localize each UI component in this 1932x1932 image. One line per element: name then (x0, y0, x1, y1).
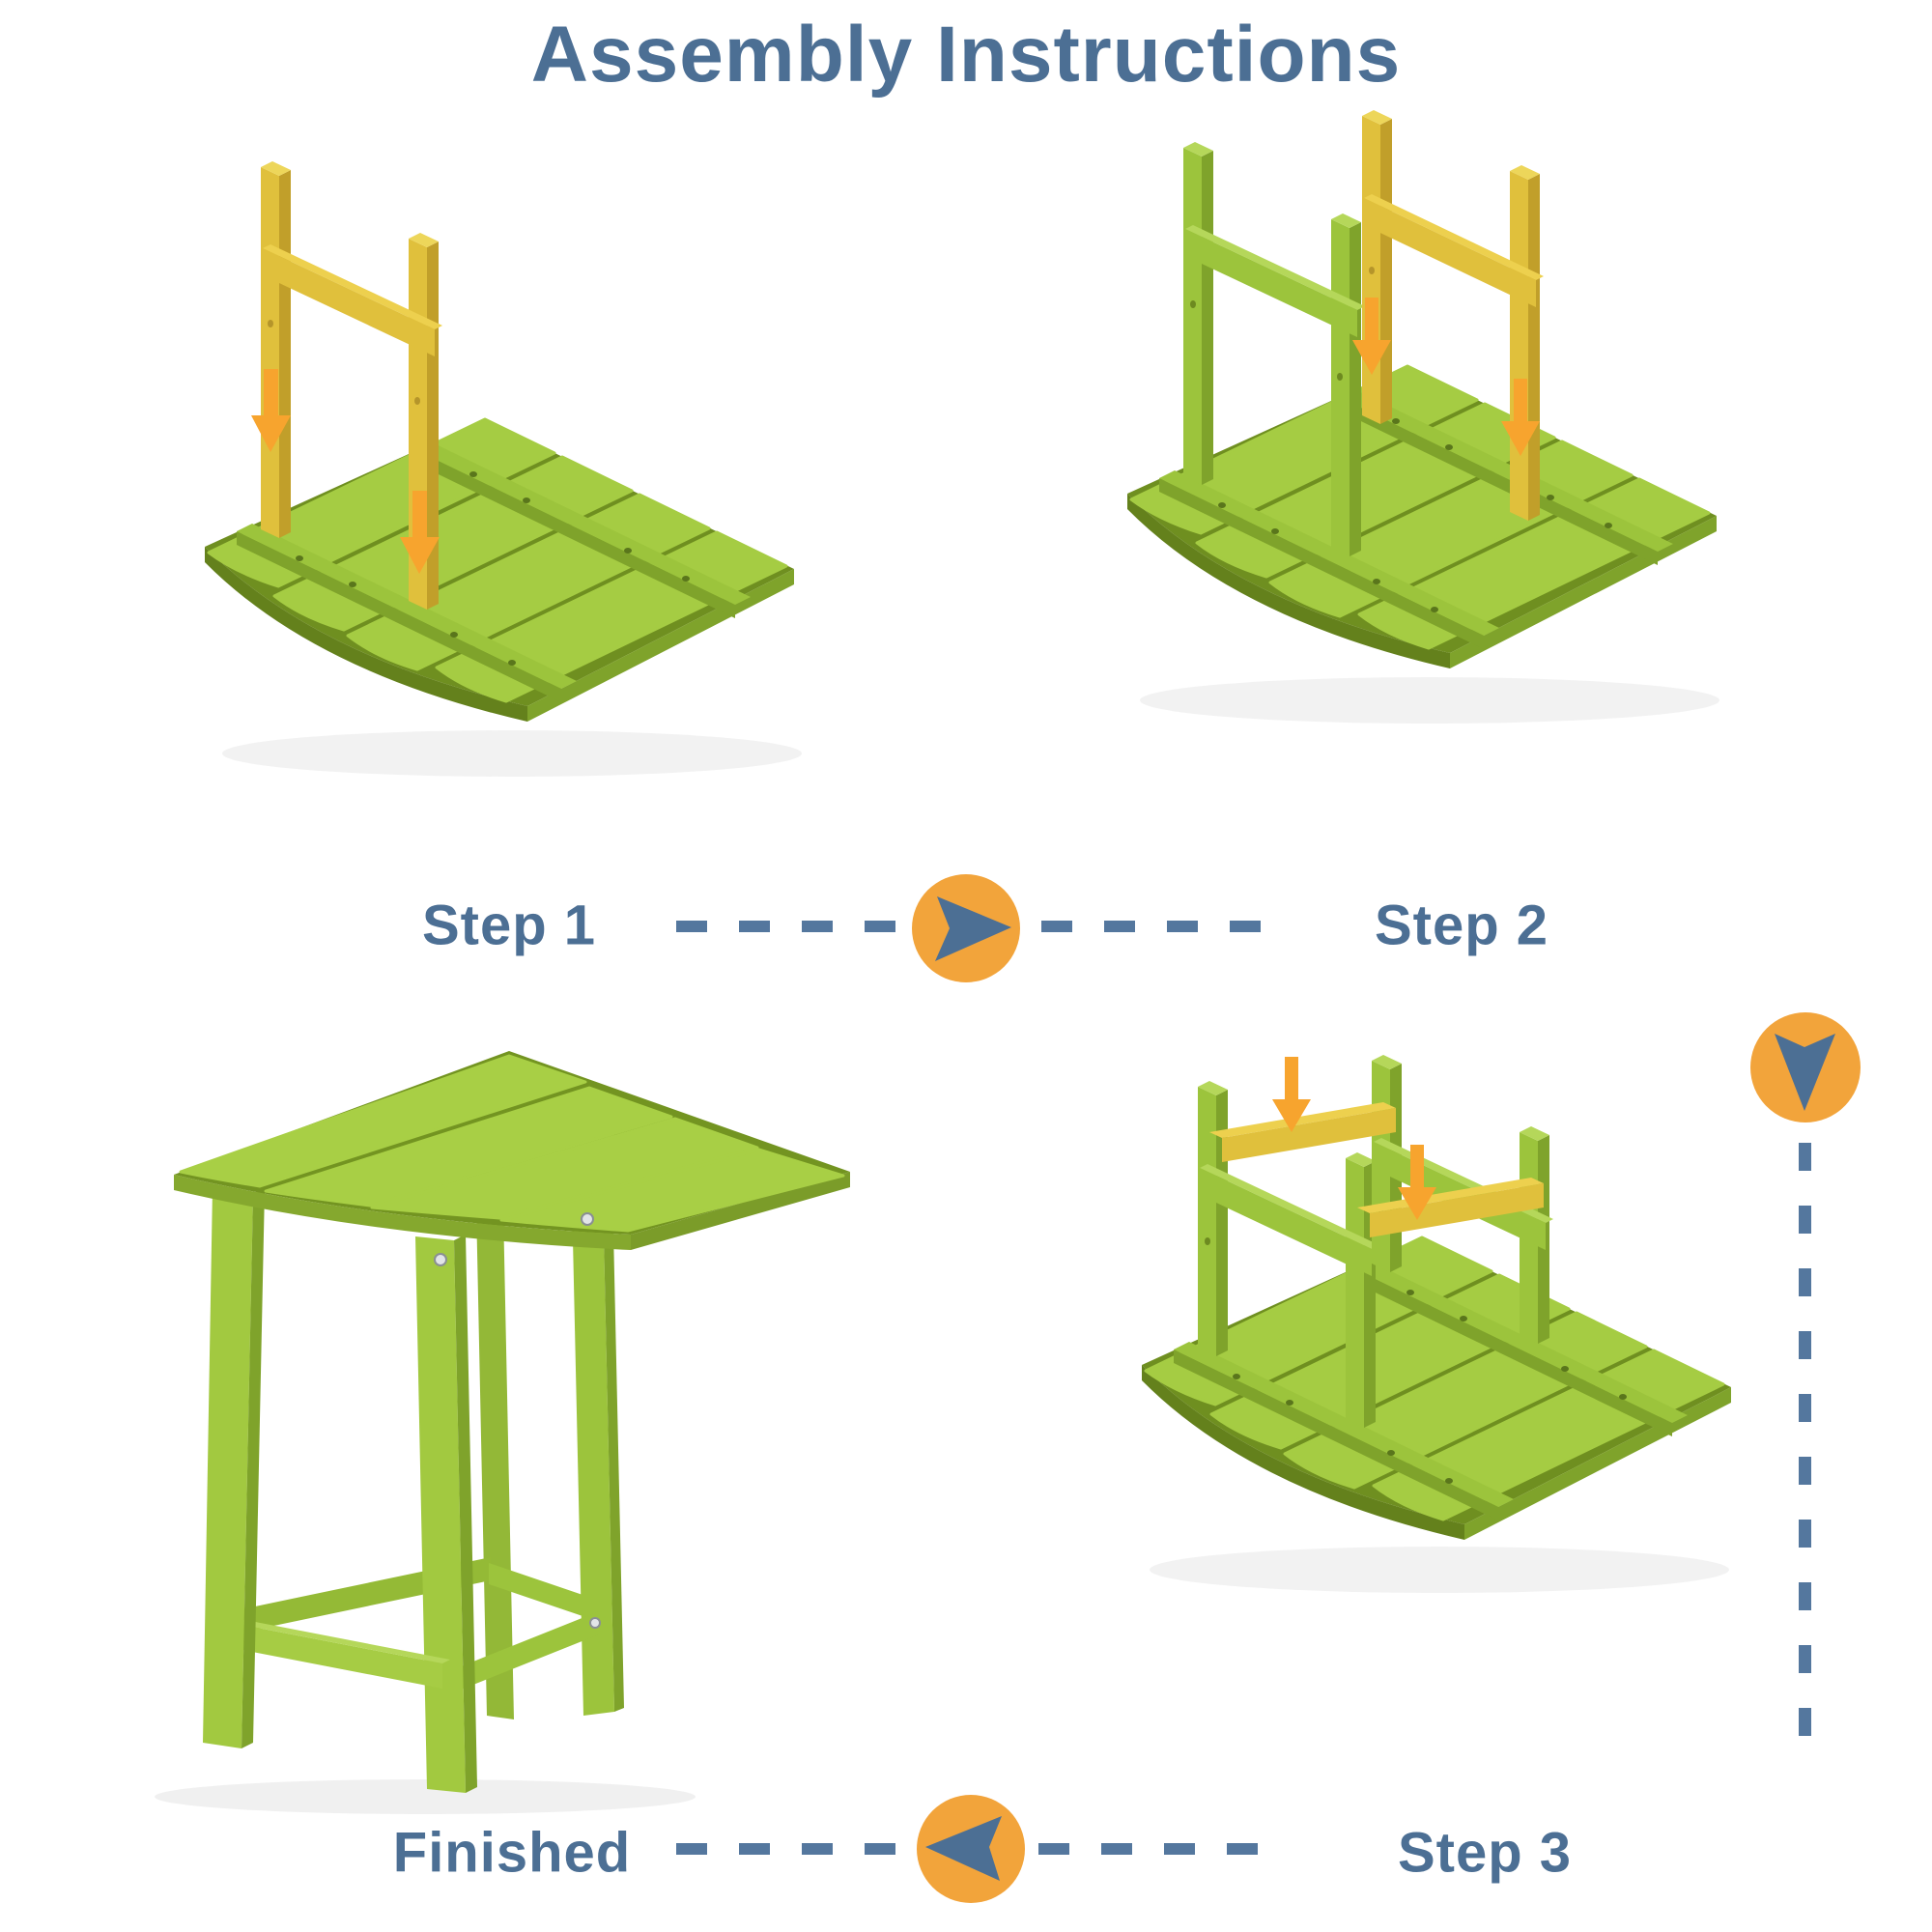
shadow (222, 730, 802, 777)
step1-label: Step 1 (421, 894, 597, 957)
screw-holes (296, 471, 690, 666)
dashed-line (676, 1843, 1258, 1855)
tabletop (174, 1051, 850, 1250)
table-leg-right (572, 1192, 614, 1716)
table-leg-front-side (454, 1235, 477, 1793)
step1-illustration (145, 126, 860, 840)
table-leg-front (415, 1236, 466, 1793)
screw-holes (1218, 418, 1612, 612)
front-rail (217, 1620, 442, 1689)
down-arrow-icon (1272, 1057, 1436, 1220)
shadow (1150, 1547, 1729, 1593)
page-title: Assembly Instructions (530, 11, 1402, 99)
yellow-stretcher-bars (1209, 1102, 1544, 1237)
shadow (155, 1779, 696, 1814)
screw-holes (1233, 1290, 1627, 1484)
step3-label: Step 3 (1397, 1821, 1573, 1885)
arrow-down-icon (1775, 1034, 1835, 1111)
table-leg-right-side (603, 1188, 624, 1712)
shadow (1140, 677, 1719, 724)
step2-table (1127, 110, 1719, 724)
arrow-left-icon (925, 1816, 1002, 1881)
step3-table (1142, 1055, 1731, 1593)
front-rail-top (217, 1616, 450, 1663)
back-rail (489, 1563, 591, 1619)
mounting-battens (1174, 1258, 1688, 1520)
connector-step3-finished (657, 1787, 1314, 1913)
arrow-right-icon (935, 896, 1011, 961)
step2-label: Step 2 (1374, 894, 1549, 957)
screws (434, 1212, 601, 1629)
green-leg-frame-installed (1183, 142, 1365, 556)
step1-table (205, 161, 802, 777)
finished-illustration (135, 1043, 869, 1816)
down-arrow-icon (1352, 298, 1540, 456)
connector-step1-step2 (657, 869, 1314, 990)
side-rail-right (454, 1611, 599, 1692)
step2-illustration (1092, 97, 1845, 850)
table-leg-left-side (242, 1188, 265, 1748)
dashed-line-vertical (1799, 1143, 1811, 1736)
mounting-battens (1159, 386, 1673, 649)
step3-illustration (1092, 1043, 1845, 1816)
table-leg-back (475, 1159, 514, 1719)
connector-step2-step3 (1729, 995, 1893, 1758)
finished-label: Finished (392, 1821, 632, 1885)
down-arrow-icon (251, 369, 440, 574)
table-leg-left (203, 1188, 253, 1748)
finished-table (155, 1051, 850, 1814)
mounting-battens (237, 440, 751, 702)
dashed-line (676, 921, 1261, 932)
